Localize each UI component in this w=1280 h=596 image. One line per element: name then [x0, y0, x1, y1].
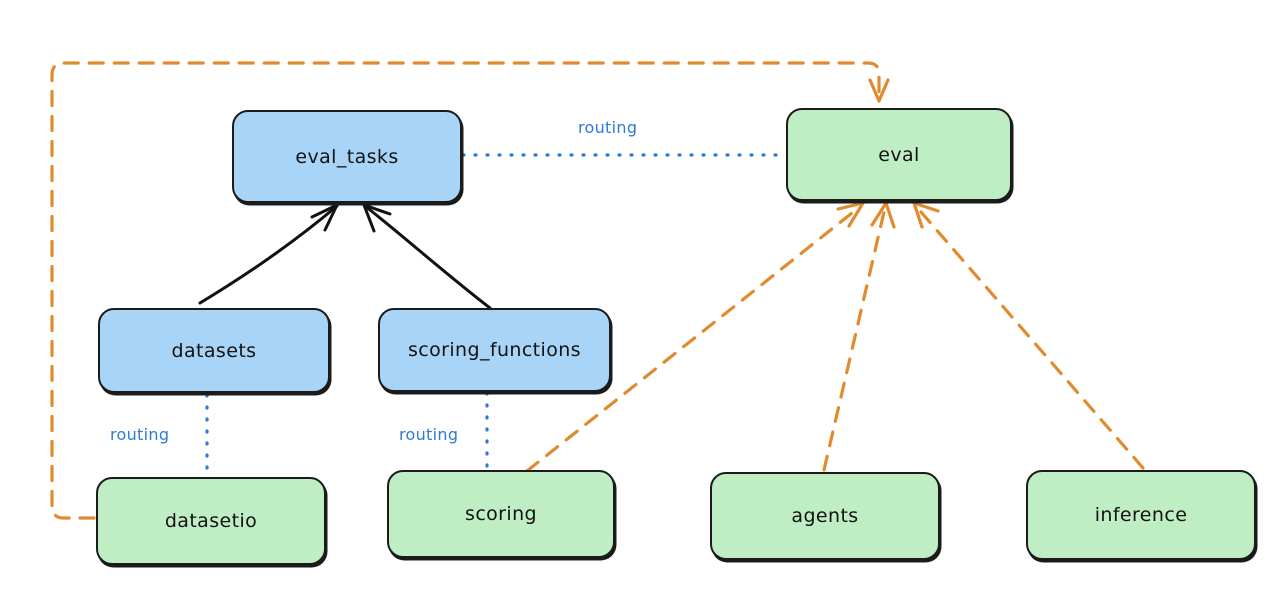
- node-label-inference: inference: [1094, 504, 1188, 526]
- node-scoring[interactable]: scoring: [387, 470, 615, 558]
- node-label-eval: eval: [878, 143, 920, 166]
- edge-agents-to-eval-dependency: [822, 201, 896, 472]
- edge-scoring-functions-to-eval-tasks: [362, 203, 492, 310]
- edge-datasetio-to-eval-dependency: [50, 61, 890, 520]
- node-datasets[interactable]: datasets: [98, 308, 330, 393]
- node-scoring-functions[interactable]: scoring_functions: [378, 308, 611, 392]
- node-label-scoring: scoring: [465, 503, 537, 525]
- node-label-datasetio: datasetio: [164, 510, 258, 532]
- edge-label-routing-scoring: routing: [399, 425, 459, 444]
- node-inference[interactable]: inference: [1026, 470, 1256, 560]
- edge-label-routing-datasets: routing: [110, 425, 170, 444]
- edge-label-routing-eval: routing: [578, 118, 638, 137]
- edge-inference-to-eval-dependency: [912, 201, 1145, 470]
- node-agents[interactable]: agents: [710, 472, 940, 560]
- node-label-agents: agents: [791, 505, 859, 527]
- node-datasetio[interactable]: datasetio: [96, 477, 326, 565]
- node-label-scoring-functions: scoring_functions: [408, 339, 581, 361]
- node-eval-tasks[interactable]: eval_tasks: [232, 110, 462, 203]
- node-label-datasets: datasets: [171, 339, 257, 362]
- edge-scoring-to-eval-dependency: [525, 201, 865, 473]
- edge-datasets-to-eval-tasks: [198, 203, 339, 305]
- node-label-eval-tasks: eval_tasks: [295, 145, 399, 168]
- node-eval[interactable]: eval: [786, 108, 1012, 201]
